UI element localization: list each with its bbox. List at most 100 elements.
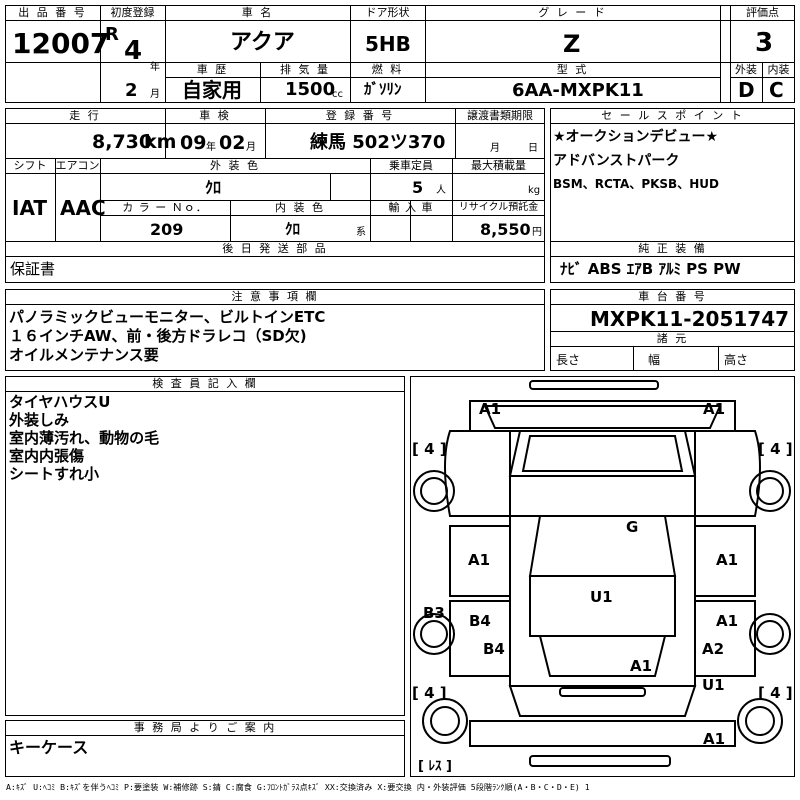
lot-number: 12007 (12, 27, 110, 60)
damage-mark: A1 (630, 657, 653, 675)
damage-mark: A1 (703, 730, 726, 748)
transfer-month-unit: 月 (490, 143, 500, 154)
damage-mark: A2 (702, 640, 725, 658)
lot-number-label: 出 品 番 号 (18, 6, 87, 19)
car-name: アクア (230, 30, 295, 55)
transfer-day-unit: 日 (528, 143, 538, 154)
capacity: 5 (412, 178, 424, 197)
month-unit: 月 (150, 89, 160, 100)
chassis-number: MXPK11-2051747 (590, 307, 790, 331)
sales-point-line-1: ★オークションデビュー★ (553, 129, 719, 145)
capacity-unit: 人 (436, 185, 446, 196)
door-label: ドア形状 (365, 6, 410, 19)
registration-month: 2 (125, 80, 138, 101)
vehicle-details-block (5, 108, 545, 283)
inspection-month: 02 (219, 132, 246, 154)
displacement: 1500 (285, 79, 336, 100)
import-label: 輸 入 車 (388, 201, 434, 214)
damage-mark: B4 (469, 612, 491, 630)
sales-point-line-3: BSM、RCTA、PKSB、HUD (553, 177, 719, 191)
car-name-label: 車 名 (241, 6, 274, 19)
model-label: 型 式 (556, 63, 589, 76)
recycle-fee-label: リサイクル預託金 (458, 202, 539, 213)
score-label: 評価点 (746, 6, 779, 19)
recycle-fee-unit: 円 (532, 227, 542, 238)
tire-rear-right-value: 4 (770, 684, 781, 702)
damage-mark: B3 (423, 604, 445, 622)
interior-color: ｸﾛ (285, 220, 301, 238)
year-unit: 年 (150, 62, 160, 73)
spare-tire: [ ﾚｽ ] (418, 759, 452, 774)
legend-text: A:ｷｽﾞ U:ﾍｺﾐ B:ｷｽﾞを伴うﾍｺﾐ P:要塗装 W:補修跡 S:錆 … (6, 782, 590, 792)
office-text: キーケース (9, 738, 89, 757)
score: 3 (755, 28, 774, 58)
exterior-color-label: 外 装 色 (210, 159, 260, 172)
registration-number: 練馬 502ツ370 (310, 132, 446, 153)
spec-label: 諸 元 (656, 332, 689, 345)
notes-line-1: パノラミックビューモニター、ビルトインETC (9, 308, 326, 326)
interior-color-label: 内 装 色 (275, 201, 325, 214)
damage-mark: G (626, 518, 639, 536)
color-number-label: カ ラ ー Ｎｏ． (122, 201, 208, 214)
inspector-line-1: タイヤハウスU (9, 393, 111, 411)
inspection-year: 09 (180, 132, 207, 154)
displacement-label: 排 気 量 (280, 63, 330, 76)
tire-front-left: [ 4 ] (412, 440, 447, 458)
inspector-line-5: シートすれ小 (9, 465, 100, 483)
tire-front-right-value: 4 (770, 440, 781, 458)
parts-label: 後 日 発 送 部 品 (222, 242, 328, 255)
interior-color-unit: 系 (356, 227, 366, 238)
shift-label: シフト (13, 159, 47, 172)
height-label: 高さ (724, 353, 749, 367)
notes-block (5, 289, 545, 371)
damage-mark: U1 (590, 588, 613, 606)
exterior-label: 外装 (735, 63, 757, 76)
notes-line-2: １６インチAW、前・後方ドラレコ（SD欠) (9, 327, 307, 345)
inspector-block (5, 376, 405, 716)
tire-front-right: [ 4 ] (758, 440, 793, 458)
fuel: ｶﾞｿﾘﾝ (364, 80, 402, 98)
equipment-label: 純 正 装 備 (638, 242, 707, 255)
inspection-month-unit: 月 (246, 142, 256, 153)
model: 6AA-MXPK11 (512, 80, 644, 101)
ac-label: エアコン (55, 159, 100, 172)
inspector-line-3: 室内薄汚れ、動物の毛 (9, 429, 160, 447)
shift: IAT (12, 196, 48, 220)
chassis-block (550, 289, 795, 371)
tire-rear-left: [ 4 ] (412, 684, 447, 702)
notes-line-3: オイルメンテナンス要 (9, 346, 159, 364)
air-conditioner: AAC (60, 196, 106, 220)
capacity-label: 乗車定員 (389, 159, 433, 172)
inspection-year-unit: 年 (206, 142, 216, 153)
interior-label: 内装 (767, 63, 790, 76)
interior-grade: C (769, 78, 784, 102)
damage-mark: A1 (716, 551, 739, 569)
equipment-text: ﾅﾋﾞ ABS ｴｱB ｱﾙﾐ PS PW (560, 260, 741, 278)
tire-rear-right: [ 4 ] (758, 684, 793, 702)
recycle-fee: 8,550 (480, 220, 531, 239)
damage-mark: A1 (716, 612, 739, 630)
width-label: 幅 (648, 353, 661, 367)
inspector-label: 検 査 員 記 入 欄 (152, 377, 258, 390)
spare-tire-value: ﾚｽ (428, 759, 442, 774)
fuel-label: 燃 料 (371, 63, 404, 76)
history: 自家用 (182, 78, 242, 102)
registration-number-label: 登 録 番 号 (325, 109, 395, 122)
inspection-label: 車 検 (199, 109, 231, 122)
office-block (5, 720, 405, 777)
transfer-deadline-label: 譲渡書類期限 (467, 109, 533, 122)
max-load-unit: kg (528, 185, 541, 196)
damage-mark: A1 (468, 551, 491, 569)
exterior-grade: D (738, 78, 755, 102)
sales-point-block (550, 108, 795, 283)
inspector-line-4: 室内内張傷 (9, 447, 85, 465)
max-load-label: 最大積載量 (471, 159, 526, 172)
grade-label: グ レ ー ド (538, 6, 607, 19)
history-label: 車 歴 (196, 63, 229, 76)
notes-label: 注 意 事 項 欄 (231, 290, 319, 303)
header-block (5, 5, 795, 103)
displacement-unit: cc (332, 89, 343, 100)
sales-point-line-2: アドバンストパーク (553, 153, 680, 169)
registration-year: 4 (124, 36, 143, 66)
tire-front-left-value: 4 (424, 440, 435, 458)
